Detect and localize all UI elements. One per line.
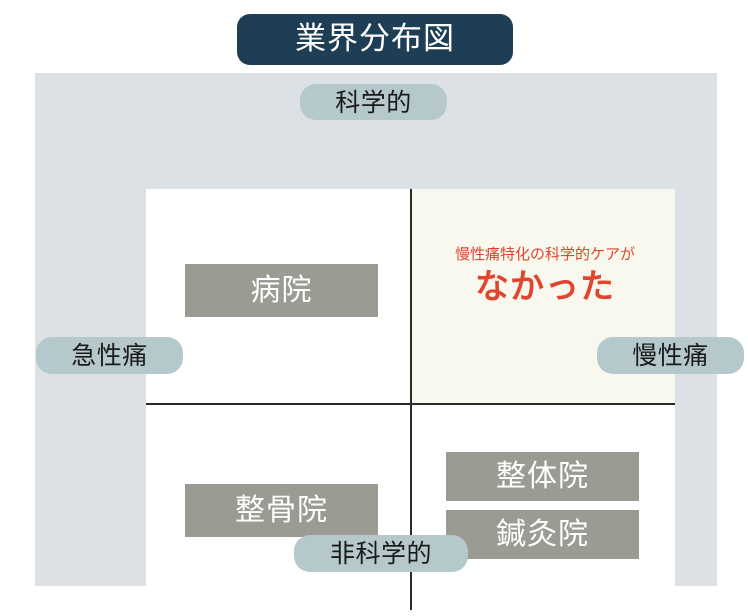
callout-annotation: 慢性痛特化の科学的ケアが なかった <box>420 245 670 309</box>
axis-label-top-text: 科学的 <box>335 87 412 117</box>
axis-label-right-text: 慢性痛 <box>632 341 709 370</box>
page-title: 業界分布図 <box>237 14 513 65</box>
category-label-seikotsuin: 整骨院 <box>235 492 328 528</box>
category-box-seitaiin: 整体院 <box>446 452 639 501</box>
category-box-hospital: 病院 <box>185 264 378 317</box>
axis-label-bottom: 非科学的 <box>294 535 468 572</box>
axis-vertical <box>410 189 412 610</box>
category-label-shinkyuin: 鍼灸院 <box>496 516 589 552</box>
callout-line-1: 慢性痛特化の科学的ケアが <box>454 245 635 263</box>
page-title-text: 業界分布図 <box>295 21 455 57</box>
callout-line-2: なかった <box>475 267 615 307</box>
axis-label-left: 急性痛 <box>36 337 183 374</box>
axis-horizontal <box>146 403 675 405</box>
axis-label-right: 慢性痛 <box>597 337 744 374</box>
category-label-seitaiin: 整体院 <box>496 458 589 494</box>
axis-label-left-text: 急性痛 <box>71 341 148 370</box>
chart-panel: 病院 整骨院 整体院 鍼灸院 慢性痛特化の科学的ケアが なかった <box>35 73 717 610</box>
category-box-shinkyuin: 鍼灸院 <box>446 510 639 559</box>
category-box-seikotsuin: 整骨院 <box>185 484 378 537</box>
axis-label-bottom-text: 非科学的 <box>329 539 432 568</box>
axis-label-top: 科学的 <box>300 84 447 120</box>
category-label-hospital: 病院 <box>250 272 313 308</box>
